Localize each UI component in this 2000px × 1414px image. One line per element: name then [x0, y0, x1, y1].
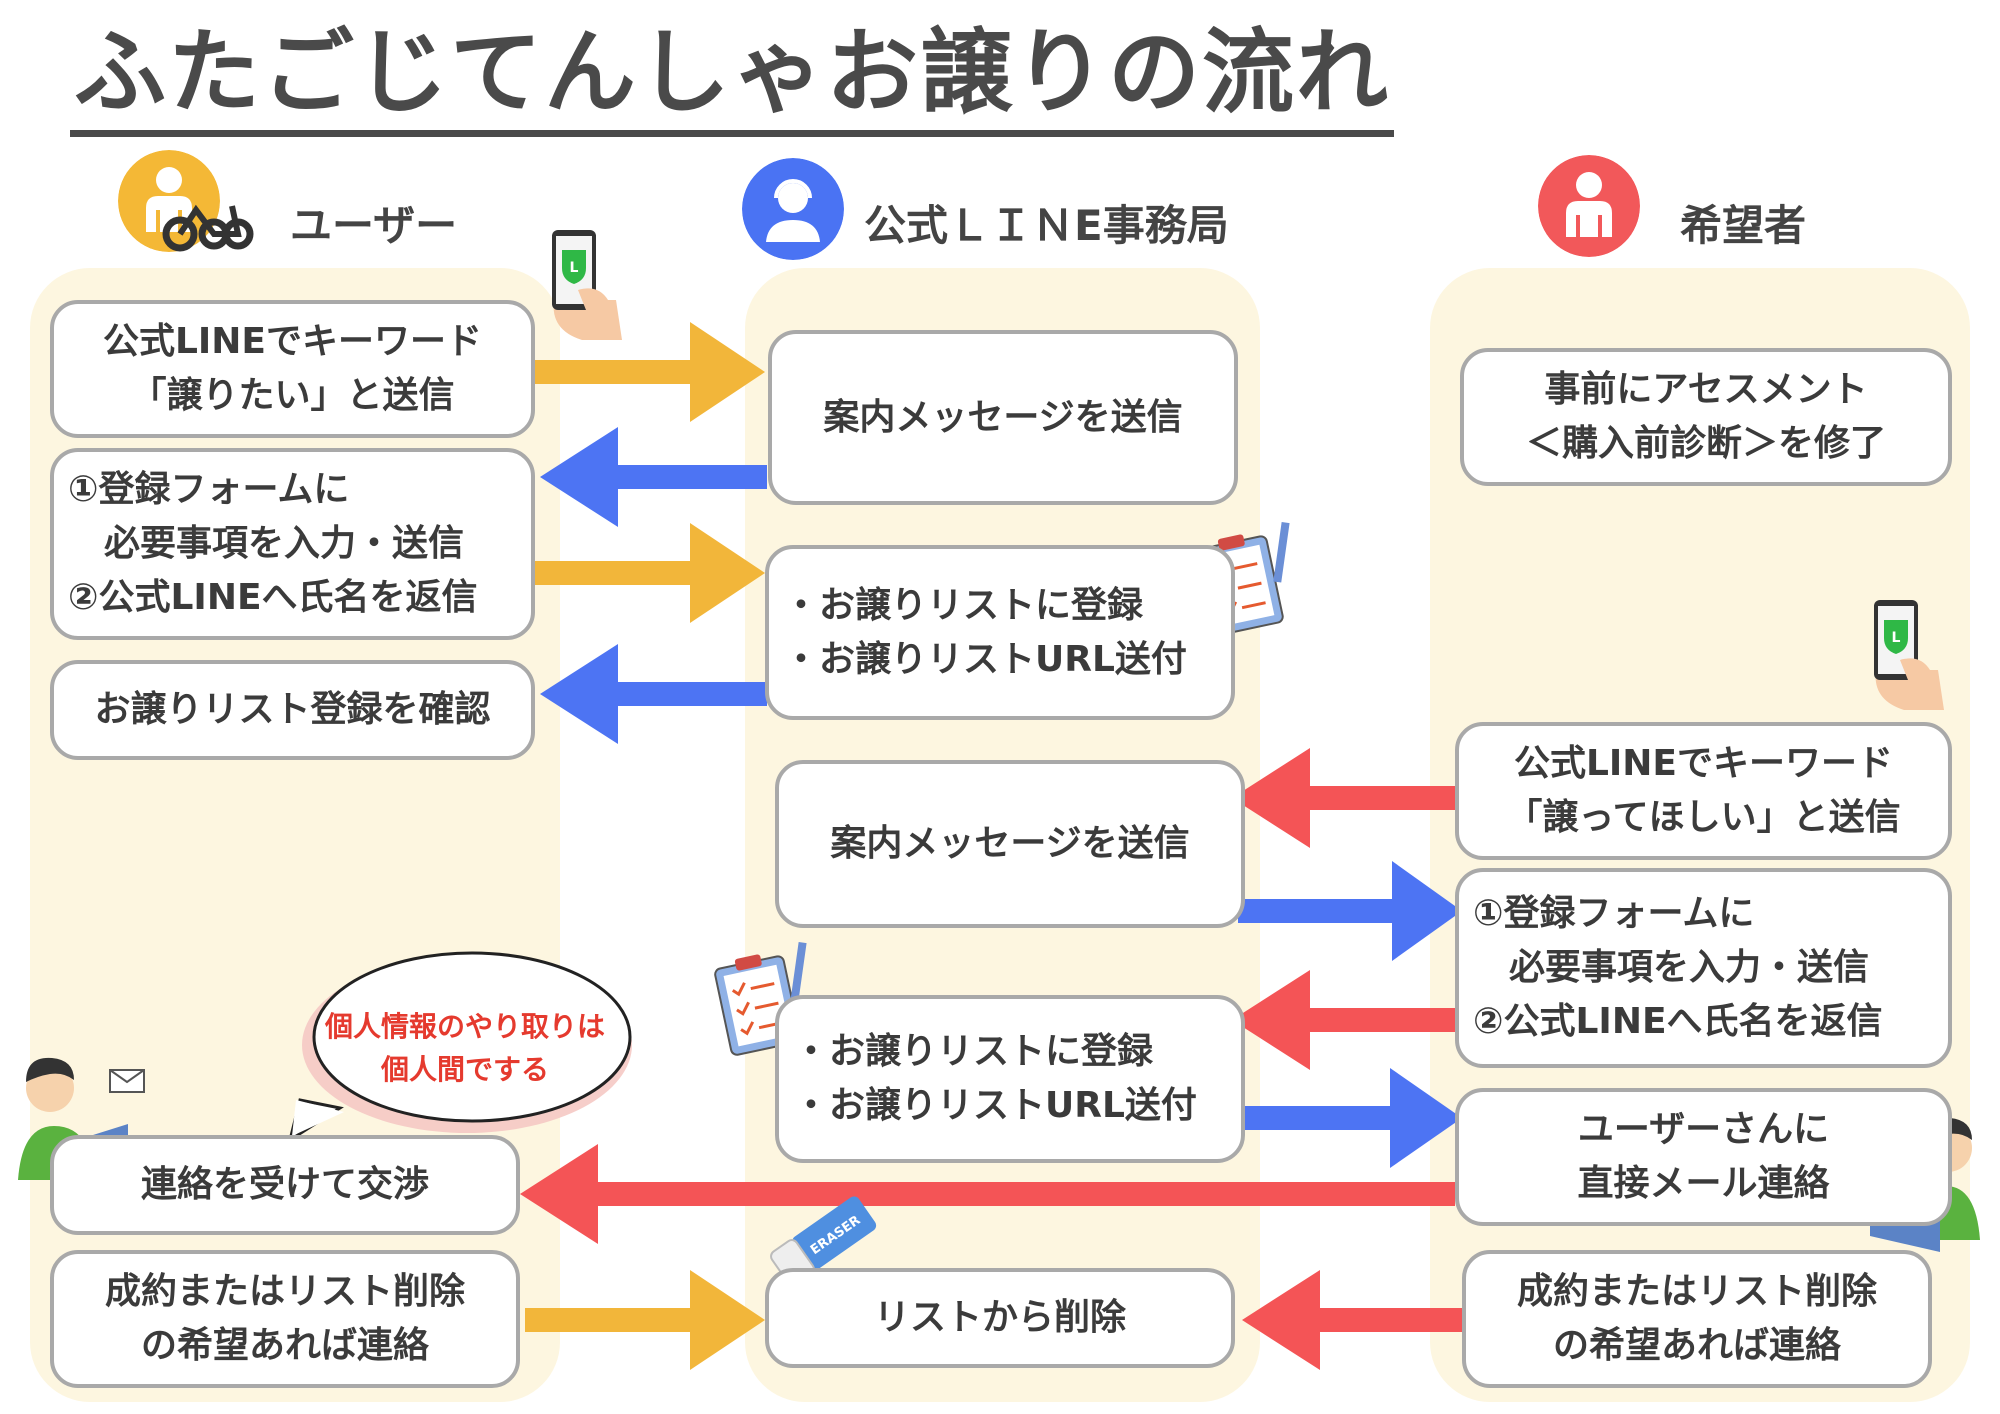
applicant-step-2: 公式LINEでキーワード 「譲ってほしい」と送信: [1455, 722, 1952, 860]
user-step-1: 公式LINEでキーワード 「譲りたい」と送信: [50, 300, 535, 438]
office-step-1: 案内メッセージを送信: [768, 330, 1238, 505]
lane-header-applicant: 希望者: [1680, 201, 1807, 250]
phone-line-icon: L: [552, 230, 622, 340]
phone-line-icon-applicant: L: [1874, 600, 1944, 710]
applicant-step-4: ユーザーさんに 直接メール連絡: [1455, 1088, 1952, 1226]
applicant-step-1: 事前にアセスメント ＜購入前診断＞を修了: [1460, 348, 1952, 486]
arrow-applicant-to-office-1: [1232, 748, 1458, 848]
office-step-4: ・お譲りリストに登録 ・お譲りリストURL送付: [775, 995, 1245, 1163]
speech-bubble: [287, 951, 632, 1144]
lane-header-user: ユーザー: [290, 201, 458, 250]
speech-bubble-text: 個人情報のやり取りは 個人間でする: [324, 1010, 605, 1087]
arrow-office-to-user-2: [540, 644, 767, 744]
line-logo-text: L: [570, 260, 579, 276]
arrow-user-to-office-2: [535, 523, 765, 623]
applicant-step-3: ①登録フォームに 必要事項を入力・送信 ②公式LINEへ氏名を返信: [1455, 868, 1952, 1068]
lane-header-office: 公式ＬＩＮE事務局: [864, 201, 1229, 250]
user-step-5: 成約またはリスト削除 の希望あれば連絡: [50, 1250, 520, 1388]
arrow-applicant-to-office-2: [1232, 970, 1464, 1070]
svg-text:L: L: [1892, 630, 1901, 646]
user-step-4: 連絡を受けて交渉: [50, 1135, 520, 1235]
user-step-3: お譲りリスト登録を確認: [50, 660, 535, 760]
arrow-office-to-applicant-2: [1245, 1068, 1462, 1168]
arrow-user-to-office-3: [525, 1270, 765, 1370]
user-step-2: ①登録フォームに 必要事項を入力・送信 ②公式LINEへ氏名を返信: [50, 448, 535, 640]
arrow-user-to-office-1: [535, 322, 765, 422]
arrow-applicant-to-office-3: [1242, 1270, 1468, 1370]
arrow-applicant-to-user: [520, 1144, 1455, 1244]
page-title: ふたごじてんしゃお譲りの流れ: [70, 20, 1395, 137]
office-step-3: 案内メッセージを送信: [775, 760, 1245, 928]
applicant-avatar-icon: [1538, 155, 1640, 257]
applicant-step-5: 成約またはリスト削除 の希望あれば連絡: [1462, 1250, 1932, 1388]
arrow-office-to-applicant-1: [1238, 861, 1462, 961]
bicycle-icon: [162, 204, 254, 252]
office-step-5: リストから削除: [765, 1268, 1235, 1368]
office-step-2: ・お譲りリストに登録 ・お譲りリストURL送付: [765, 545, 1235, 720]
operator-avatar-icon: [742, 158, 844, 260]
arrow-office-to-user-1: [540, 427, 767, 527]
